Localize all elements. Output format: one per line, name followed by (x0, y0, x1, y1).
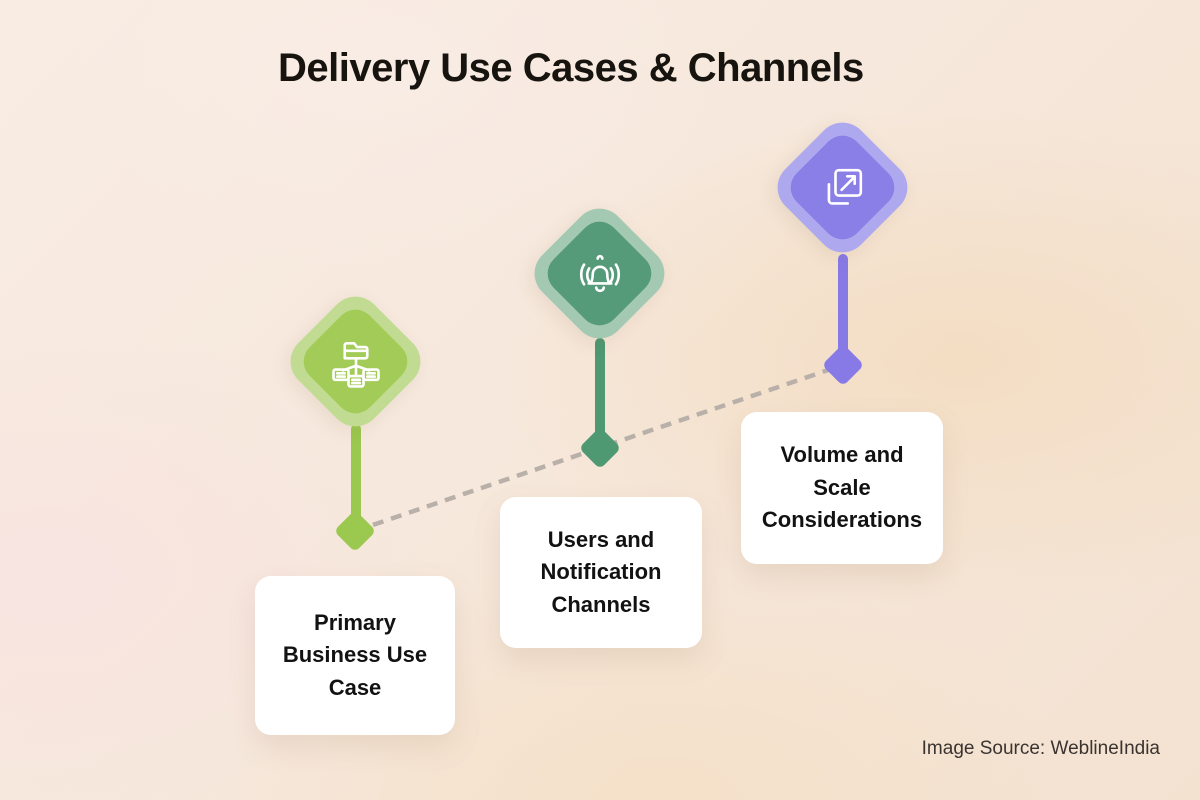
milestone-diamond-inner (295, 301, 416, 422)
scale-up-icon (800, 145, 885, 230)
milestone-diamond (279, 285, 432, 438)
milestone-stem (838, 254, 848, 366)
milestone-diamond (523, 197, 676, 350)
milestone-diamond (766, 111, 919, 264)
milestone-label: Volume and Scale Considerations (761, 442, 923, 533)
page-title: Delivery Use Cases & Channels (278, 46, 864, 90)
folder-tree-icon (313, 319, 398, 404)
bell-ring-icon (557, 231, 642, 316)
milestone-stem (595, 338, 605, 449)
image-source-credit: Image Source: WeblineIndia (921, 738, 1160, 759)
milestone-diamond-inner (782, 127, 903, 248)
milestone-label: Primary Business Use Case (282, 609, 428, 700)
milestone-label: Users and Notification Channels (540, 526, 662, 617)
milestone-card: Users and Notification Channels (500, 497, 702, 648)
milestone-stem (351, 424, 361, 532)
milestone-diamond-inner (539, 213, 660, 334)
milestone-card: Primary Business Use Case (255, 576, 455, 735)
milestone-card: Volume and Scale Considerations (741, 412, 943, 564)
